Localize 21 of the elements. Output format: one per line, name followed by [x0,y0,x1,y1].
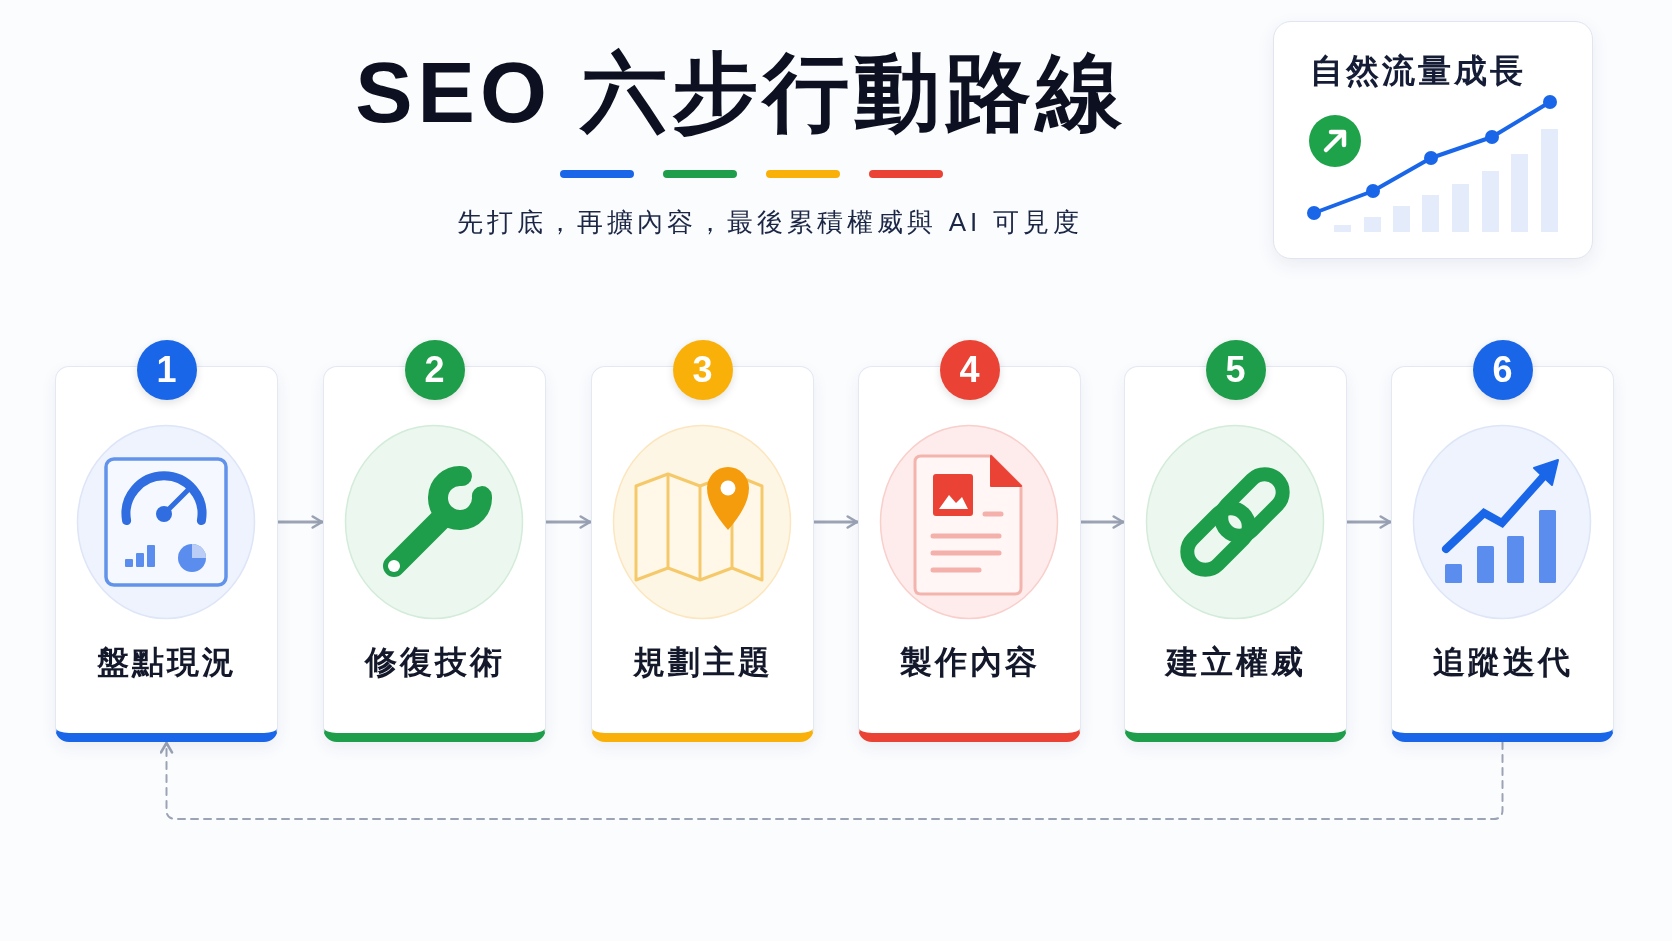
arrow [1079,515,1126,529]
arrow [1345,515,1393,529]
number-badge: 2 [404,340,465,400]
subtitle: 先打底，再擴內容，最後累積權威與 AI 可見度 [457,209,1083,237]
card-title: 自然流量成長 [1310,51,1526,91]
step-label: 修復技術 [364,643,505,681]
title: SEO 六步行動路線 [355,49,1127,135]
number-badge: 1 [136,340,197,400]
number-badge: 5 [1205,340,1266,400]
arrow [812,515,860,529]
step-label: 建立權威 [1165,643,1306,681]
step-label: 盤點現況 [96,643,237,681]
number-badge: 6 [1472,340,1533,400]
step-label: 製作內容 [899,643,1040,681]
step-label: 規劃主題 [632,643,773,681]
number-badge: 3 [672,340,733,400]
dashed-arrow [159,741,1504,820]
arrow [544,515,593,529]
number-badge: 4 [939,340,1000,400]
step-label: 追蹤迭代 [1432,643,1573,681]
arrow [276,515,325,529]
